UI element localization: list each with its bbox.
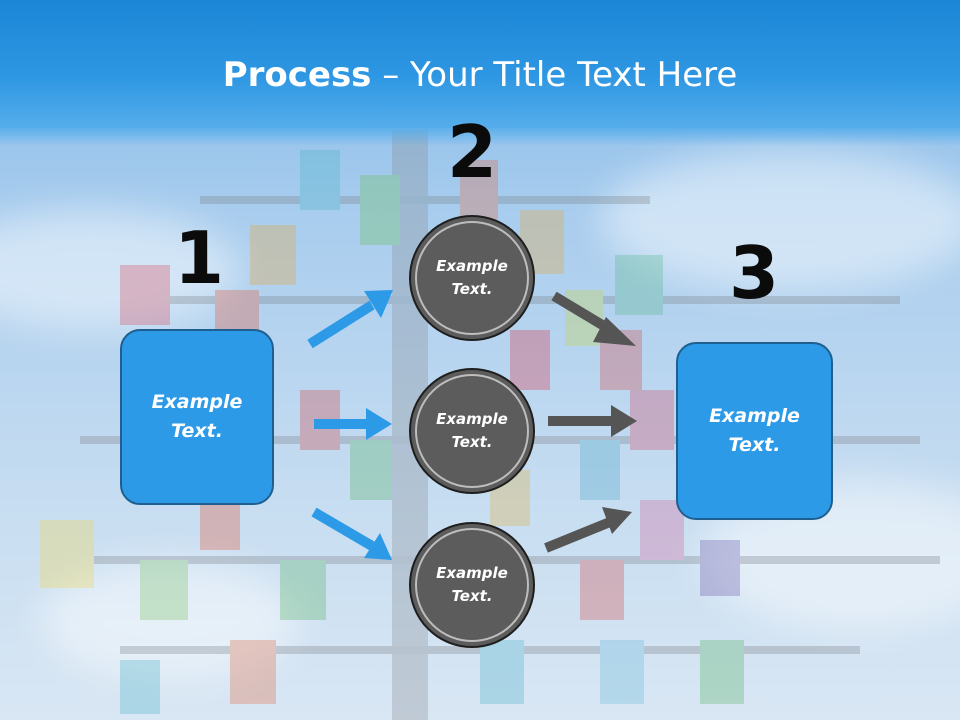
- slide-title: Process – Your Title Text Here: [0, 52, 960, 98]
- arrow-left-to-top: [307, 290, 393, 349]
- cloud: [0, 210, 240, 330]
- step-number-3: 3: [728, 231, 780, 315]
- title-rest: – Your Title Text Here: [371, 55, 738, 95]
- arrow-middle-to-right: [548, 405, 637, 437]
- step-number-1: 1: [173, 216, 225, 300]
- arrow-top-to-right: [551, 291, 636, 346]
- step-2-circle-middle: Example Text.: [409, 368, 535, 494]
- cloud: [600, 150, 960, 290]
- step-1-box: Example Text.: [120, 329, 274, 505]
- arrow-left-to-bottom: [311, 507, 392, 560]
- arrow-bottom-to-right: [544, 507, 632, 553]
- step-3-box: Example Text.: [676, 342, 833, 520]
- title-bold: Process: [222, 55, 372, 95]
- step-2-circle-bottom: Example Text.: [409, 522, 535, 648]
- step-2-circle-top: Example Text.: [409, 215, 535, 341]
- arrow-left-to-middle: [314, 408, 392, 440]
- title-bar: Process – Your Title Text Here: [0, 0, 960, 146]
- cloud: [40, 560, 300, 680]
- step-number-2: 2: [446, 110, 498, 194]
